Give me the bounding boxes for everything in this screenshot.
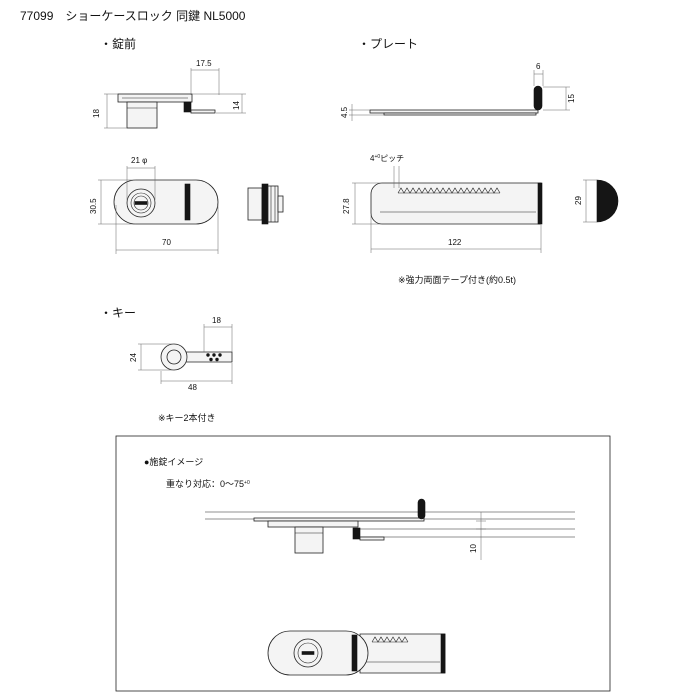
key-drawing bbox=[160, 343, 233, 371]
lock-front-dimensions bbox=[98, 166, 219, 254]
key-dimensions bbox=[138, 324, 233, 384]
dim-lock-side-height: 18 bbox=[92, 109, 101, 118]
lock-side-view bbox=[117, 93, 216, 129]
dim-lock-top-width: 17.5 bbox=[196, 59, 212, 68]
dim-plate-thickness: 4.5 bbox=[340, 106, 349, 118]
plate-side-dimensions bbox=[349, 70, 570, 121]
dim-lock-front-height: 30.5 bbox=[89, 198, 98, 214]
plate-top-dimensions bbox=[352, 166, 542, 253]
locking-top-illustration bbox=[267, 630, 446, 676]
overlap-range-label: 重なり対応：0～75+0 bbox=[166, 478, 250, 489]
locking-image-box bbox=[115, 435, 611, 692]
key-count-note: ※キー2本付き bbox=[158, 412, 216, 423]
dim-gap: 10 bbox=[469, 544, 478, 553]
locking-side-illustration bbox=[205, 498, 575, 560]
dim-key-height: 24 bbox=[129, 353, 138, 362]
lock-side-dimensions bbox=[104, 68, 246, 129]
dim-lock-tab-height: 14 bbox=[232, 101, 241, 110]
page-title: 77099 ショーケースロック 同鍵 NL5000 bbox=[20, 8, 246, 23]
section-heading-lock: ・錠前 bbox=[100, 36, 136, 51]
dim-plate-inner-height: 27.8 bbox=[342, 198, 351, 214]
plate-end-view bbox=[583, 179, 619, 223]
dim-plate-outer-height: 29 bbox=[574, 196, 583, 205]
dim-lock-length: 70 bbox=[162, 238, 171, 247]
dim-plate-length: 122 bbox=[448, 238, 462, 247]
lock-front-view bbox=[113, 179, 219, 225]
plate-side-view bbox=[369, 85, 543, 116]
section-heading-plate: ・プレート bbox=[358, 37, 418, 51]
plate-top-view bbox=[370, 182, 543, 225]
dim-lock-diameter: 21 φ bbox=[131, 156, 147, 165]
dim-plate-tab-height: 15 bbox=[567, 94, 576, 103]
dim-plate-pitch: 4+0ピッチ bbox=[370, 154, 404, 163]
lock-end-view bbox=[247, 183, 284, 225]
dim-key-blade: 18 bbox=[212, 316, 221, 325]
dim-key-length: 48 bbox=[188, 383, 197, 392]
dim-plate-tab-width: 6 bbox=[536, 62, 541, 71]
plate-tape-note: ※強力両面テープ付き(約0.5t) bbox=[398, 274, 516, 285]
locking-image-title: ●施錠イメージ bbox=[144, 456, 203, 467]
section-heading-key: ・キー bbox=[100, 306, 136, 320]
